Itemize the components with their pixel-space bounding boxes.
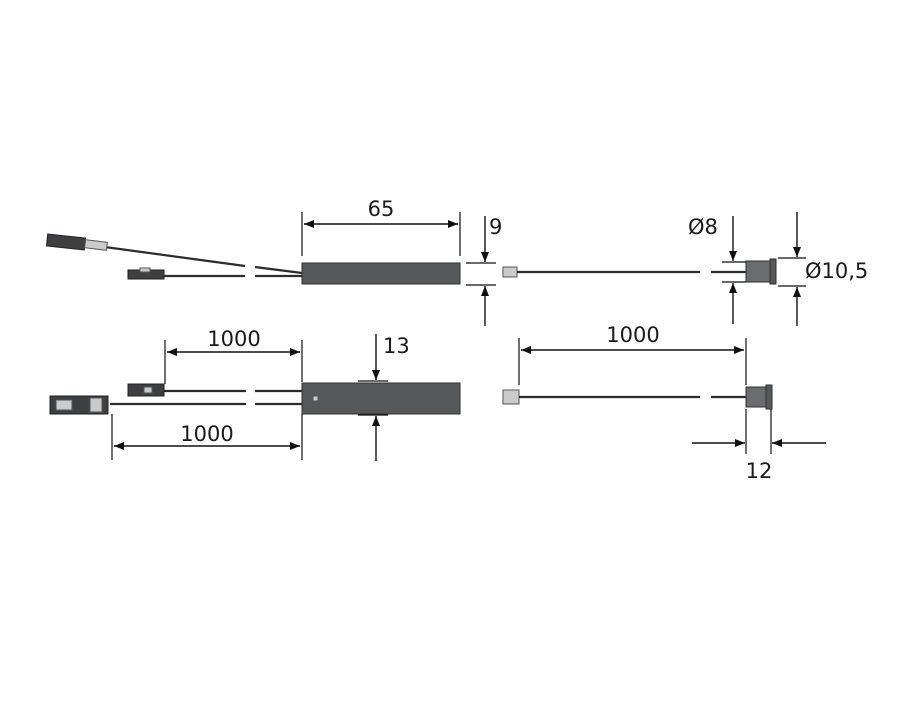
sensor-plug-side [502, 389, 520, 405]
dim-label-sensor-outer-diameter: Ø10,5 [805, 259, 868, 283]
dc-plug-socket [55, 399, 73, 411]
sensor-head-top [745, 260, 771, 283]
dim-label-driver-height-side: 13 [383, 334, 410, 358]
dim-label-output-cable-length: 1000 [180, 422, 233, 446]
dc-plug-collar [89, 397, 103, 413]
dc-plug-top [45, 233, 87, 251]
angled-cable [89, 243, 246, 268]
small-connector-tab [139, 267, 151, 273]
small-connector-window [143, 386, 153, 394]
sensor-side-view: 1000 12 [502, 323, 826, 483]
dim-label-driver-height-top: 9 [489, 215, 502, 239]
sensor-plug-top [502, 266, 518, 278]
driver-top-view: 65 9 [45, 197, 502, 326]
sensor-top-view: Ø8 Ø10,5 [502, 212, 868, 326]
sensor-flange-top [769, 258, 777, 285]
driver-housing-top [301, 262, 461, 285]
sensor-flange-side [765, 384, 773, 410]
dim-label-driver-length: 65 [368, 197, 395, 221]
dim-label-sensor-head-length: 12 [746, 459, 773, 483]
plug-collar-top [84, 239, 108, 251]
dim-label-input-cable-length: 1000 [207, 327, 260, 351]
driver-side-view: 1000 1000 13 [49, 327, 461, 461]
driver-housing-side [301, 382, 461, 415]
angled-cable-end [254, 265, 303, 275]
dim-label-sensor-inner-diameter: Ø8 [688, 215, 718, 239]
dim-label-sensor-cable-length: 1000 [606, 323, 659, 347]
status-led [312, 395, 319, 402]
